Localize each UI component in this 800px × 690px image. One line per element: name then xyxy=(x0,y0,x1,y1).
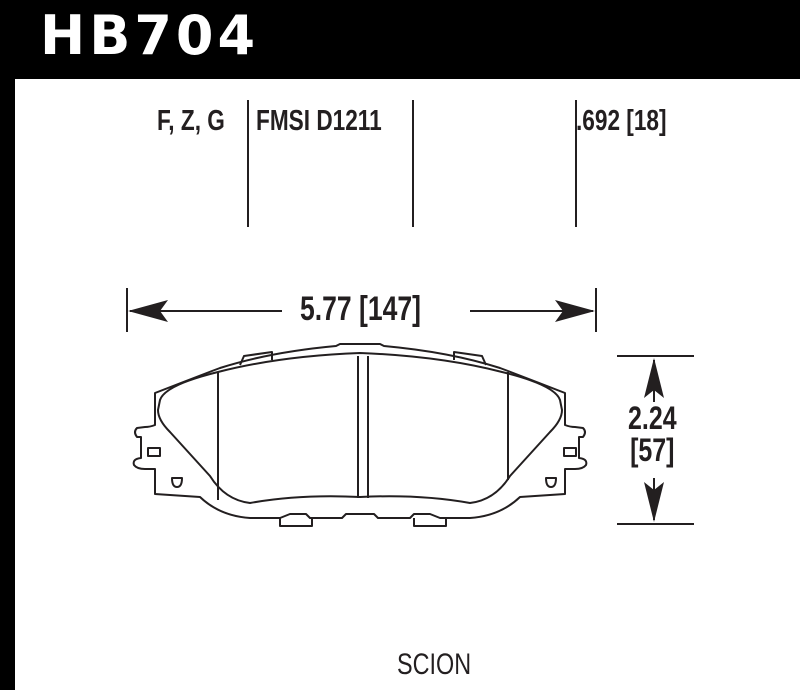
fmsi-number: FMSI D1211 xyxy=(256,105,382,137)
height-arrows xyxy=(644,358,664,522)
compound-codes: F, Z, G xyxy=(157,105,225,137)
width-arrows xyxy=(128,300,595,322)
part-number-title: HB704 xyxy=(40,4,260,67)
left-frame-bar xyxy=(0,79,15,690)
vehicle-brand: SCION xyxy=(397,648,472,681)
height-inches: 2.24 xyxy=(628,400,677,436)
header-bar xyxy=(0,0,800,79)
thickness-dimension: .692 [18] xyxy=(576,105,667,137)
width-dimension-label: 5.77 [147] xyxy=(300,290,421,328)
pad-outline xyxy=(132,343,588,527)
height-dimension-label: 2.24 [57] xyxy=(628,402,677,466)
height-mm: [57] xyxy=(630,432,675,468)
